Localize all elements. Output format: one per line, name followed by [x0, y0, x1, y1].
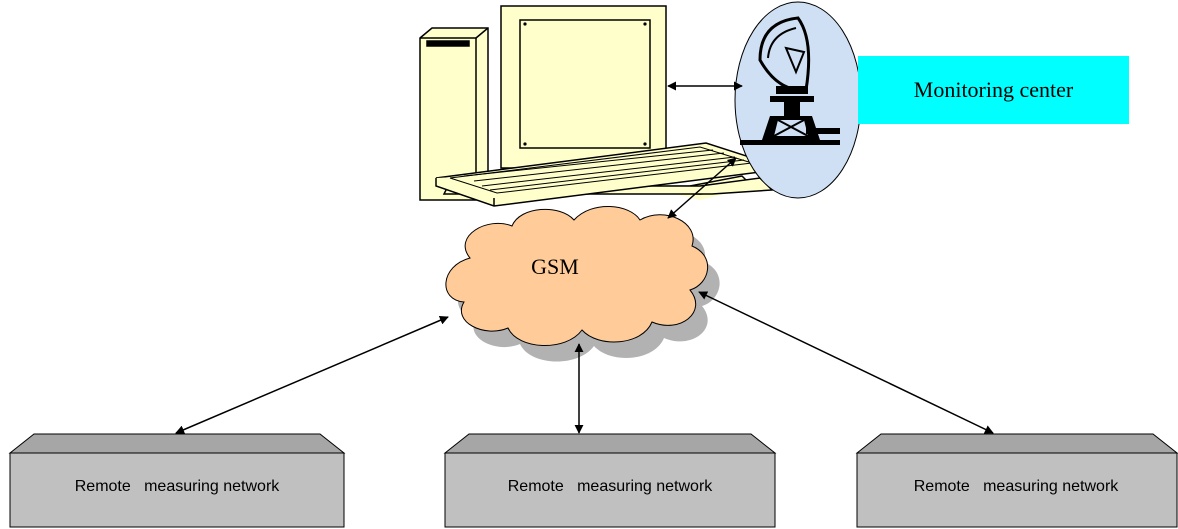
remote-node-label-center: Remote measuring network [507, 478, 713, 495]
monitoring-center-label: Monitoring center [858, 56, 1129, 124]
arrow-dish-gsm [667, 157, 737, 219]
monitoring-center-text: Monitoring center [913, 77, 1074, 102]
satellite-dish-icon [734, 1, 862, 199]
remote-node-label-left: Remote measuring network [74, 478, 280, 495]
gsm-cloud [445, 206, 720, 362]
remote-node-label-right: Remote measuring network [913, 478, 1119, 495]
arrow-gsm-right [698, 291, 994, 434]
remote-box-right [855, 433, 1178, 528]
gsm-label: GSM [531, 254, 579, 279]
remote-box-center [443, 433, 777, 528]
keyboard-icon [435, 142, 769, 207]
arrow-gsm-left [175, 316, 449, 434]
remote-box-left [8, 433, 346, 528]
